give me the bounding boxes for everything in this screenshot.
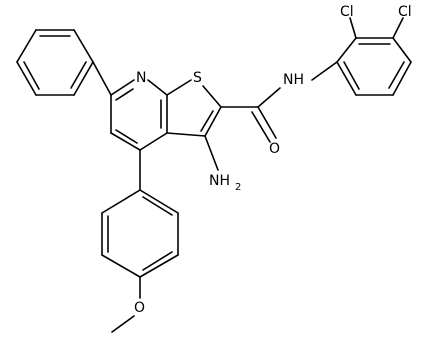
bond-chlorine bbox=[392, 17, 404, 39]
bond-double-inner bbox=[343, 61, 360, 90]
bond bbox=[202, 85, 222, 108]
atom-label-chlorine-ortho: Cl bbox=[340, 4, 354, 20]
bond bbox=[16, 29, 37, 63]
atom-label-amide-nh: NH bbox=[283, 72, 304, 88]
bond-methyl bbox=[111, 315, 135, 333]
bond bbox=[73, 61, 94, 96]
phenyl-ring bbox=[16, 29, 94, 96]
bond bbox=[101, 254, 141, 278]
bond-double-inner bbox=[115, 129, 138, 144]
bond bbox=[336, 61, 357, 96]
bond bbox=[16, 61, 37, 96]
atom-label-methoxy-oxygen: O bbox=[134, 300, 145, 316]
atom-label-sulfur: S bbox=[193, 70, 202, 86]
methoxyphenyl-ring bbox=[101, 189, 179, 278]
pyridine-ring bbox=[110, 79, 168, 151]
amide-group bbox=[220, 87, 281, 143]
bond bbox=[166, 79, 192, 96]
bond-double-inner bbox=[23, 61, 40, 90]
bond bbox=[257, 106, 277, 139]
bond-double-inner bbox=[251, 111, 271, 143]
bond-double-inner bbox=[200, 110, 214, 132]
bond bbox=[204, 106, 222, 137]
atom-label-amino: NH bbox=[209, 173, 230, 189]
bond-phenyl-pyridine bbox=[92, 61, 112, 96]
atom-label-amino-subscript: 2 bbox=[235, 182, 241, 193]
bond bbox=[392, 61, 412, 96]
atom-label-nitrogen: N bbox=[136, 70, 146, 86]
atom-label-carbonyl-oxygen: O bbox=[269, 141, 280, 157]
bond-amino bbox=[204, 135, 219, 171]
bond bbox=[336, 37, 357, 63]
thiophene-ring bbox=[166, 79, 222, 137]
bond bbox=[139, 189, 179, 214]
bond-double-inner bbox=[388, 61, 405, 89]
bond-double-inner bbox=[142, 196, 173, 216]
bond-double-inner bbox=[115, 88, 134, 101]
bond bbox=[166, 132, 206, 137]
bond bbox=[139, 132, 168, 151]
bond bbox=[101, 189, 141, 214]
dichlorophenyl-ring bbox=[311, 17, 412, 96]
bond bbox=[110, 132, 141, 151]
bond bbox=[110, 79, 135, 96]
bond bbox=[311, 61, 338, 81]
bond-double-inner bbox=[70, 61, 87, 89]
bond bbox=[257, 87, 281, 108]
atom-label-chlorine-meta: Cl bbox=[398, 4, 412, 20]
bond bbox=[73, 29, 94, 63]
bond bbox=[147, 79, 168, 96]
bond-double-inner bbox=[142, 251, 173, 271]
bond bbox=[392, 37, 412, 63]
bond-chlorine bbox=[349, 17, 357, 39]
bond bbox=[139, 254, 179, 278]
